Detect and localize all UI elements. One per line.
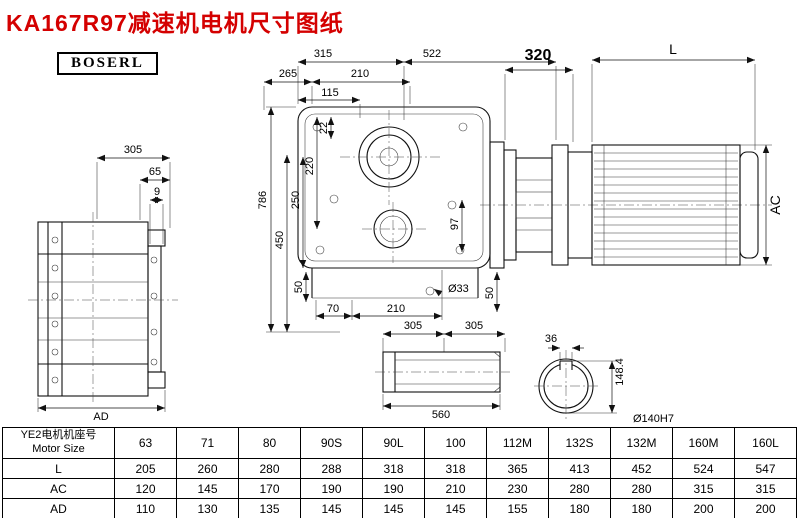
cell: 200	[672, 498, 735, 518]
dim-main-250: 250	[290, 191, 302, 209]
size-col: 160L	[734, 427, 797, 459]
dim-shaft-305b: 305	[465, 320, 483, 332]
dim-main-522: 522	[423, 48, 441, 60]
dim-left-9: 9	[154, 186, 160, 198]
dim-main-315: 315	[314, 48, 332, 60]
dim-main-hole-33: Ø33	[448, 283, 469, 295]
motor-size-header: YE2电机机座号 Motor Size	[2, 427, 115, 459]
table-row-AD: AD 110 130 135 145 145 145 155 180 180 2…	[2, 498, 797, 518]
dim-flange-bore: Ø140H7	[633, 413, 674, 425]
cell: 135	[238, 498, 301, 518]
cell: 288	[300, 458, 363, 479]
row-label: AC	[2, 478, 115, 499]
cell: 130	[176, 498, 239, 518]
brand-text: BOSERL	[71, 55, 144, 71]
size-col: 132M	[610, 427, 673, 459]
table-row-AC: AC 120 145 170 190 190 210 230 280 280 3…	[2, 478, 797, 499]
cell: 280	[548, 478, 611, 499]
size-col: 132S	[548, 427, 611, 459]
dim-main-210-bottom: 210	[387, 303, 405, 315]
dim-main-50-right: 50	[484, 287, 496, 299]
motor-size-table: YE2电机机座号 Motor Size 63 71 80 90S 90L 100…	[2, 427, 797, 518]
dim-motor-L: L	[669, 41, 677, 57]
cell: 365	[486, 458, 549, 479]
cell: 190	[300, 478, 363, 499]
cell: 280	[610, 478, 673, 499]
cell: 547	[734, 458, 797, 479]
cell: 200	[734, 498, 797, 518]
cell: 524	[672, 458, 735, 479]
dim-shaft-305a: 305	[404, 320, 422, 332]
size-col: 160M	[672, 427, 735, 459]
dim-motor-320: 320	[525, 47, 552, 64]
dim-shaft-560: 560	[432, 409, 450, 421]
cell: 413	[548, 458, 611, 479]
dim-main-265: 265	[279, 68, 297, 80]
flange-view: 36 148.4 Ø140H7	[534, 333, 674, 425]
cell: 280	[238, 458, 301, 479]
dim-flange-36: 36	[545, 333, 557, 345]
size-col: 71	[176, 427, 239, 459]
cell: 145	[362, 498, 425, 518]
dim-flange-148: 148.4	[614, 358, 626, 386]
cell: 230	[486, 478, 549, 499]
cell: 180	[610, 498, 673, 518]
dim-main-115: 115	[321, 87, 339, 99]
dim-main-786: 786	[257, 191, 269, 209]
shaft-view: 305 305 560	[375, 320, 510, 421]
dim-main-22: 22	[318, 122, 330, 134]
cell: 145	[176, 478, 239, 499]
cell: 155	[486, 498, 549, 518]
cell: 145	[424, 498, 487, 518]
cell: 120	[114, 478, 177, 499]
cell: 318	[424, 458, 487, 479]
header-cn: YE2电机机座号	[20, 429, 97, 442]
cell: 315	[734, 478, 797, 499]
table-row-L: L 205 260 280 288 318 318 365 413 452 52…	[2, 458, 797, 479]
size-col: 80	[238, 427, 301, 459]
dim-main-97: 97	[449, 218, 461, 230]
cell: 318	[362, 458, 425, 479]
table-header-row: YE2电机机座号 Motor Size 63 71 80 90S 90L 100…	[2, 427, 797, 459]
size-col: 63	[114, 427, 177, 459]
cell: 315	[672, 478, 735, 499]
brand-logo: BOSERL	[57, 52, 158, 75]
row-label: L	[2, 458, 115, 479]
size-col: 90L	[362, 427, 425, 459]
row-label: AD	[2, 498, 115, 518]
cell: 180	[548, 498, 611, 518]
motor-view: 320 L AC	[480, 41, 783, 269]
dim-left-ad: AD	[93, 411, 108, 423]
cell: 190	[362, 478, 425, 499]
cell: 205	[114, 458, 177, 479]
cell: 210	[424, 478, 487, 499]
size-col: 100	[424, 427, 487, 459]
dim-main-50-left: 50	[293, 281, 305, 293]
header-en: Motor Size	[32, 443, 85, 455]
main-view: 315 522 265 210 115 786 450 250 220 22	[257, 48, 557, 333]
dim-main-70: 70	[327, 303, 339, 315]
page-title: KA167R97减速机电机尺寸图纸	[6, 10, 344, 36]
cell: 452	[610, 458, 673, 479]
cell: 260	[176, 458, 239, 479]
dim-main-450: 450	[274, 231, 286, 249]
dim-main-220: 220	[304, 157, 316, 175]
cell: 170	[238, 478, 301, 499]
cell: 110	[114, 498, 177, 518]
dim-motor-AC: AC	[767, 195, 783, 214]
cell: 145	[300, 498, 363, 518]
dim-left-305: 305	[124, 144, 142, 156]
dim-left-65: 65	[149, 166, 161, 178]
technical-drawing: 305 65 9 AD	[28, 41, 783, 425]
size-col: 90S	[300, 427, 363, 459]
size-col: 112M	[486, 427, 549, 459]
dim-main-210-top: 210	[351, 68, 369, 80]
left-view: 305 65 9 AD	[28, 144, 178, 423]
